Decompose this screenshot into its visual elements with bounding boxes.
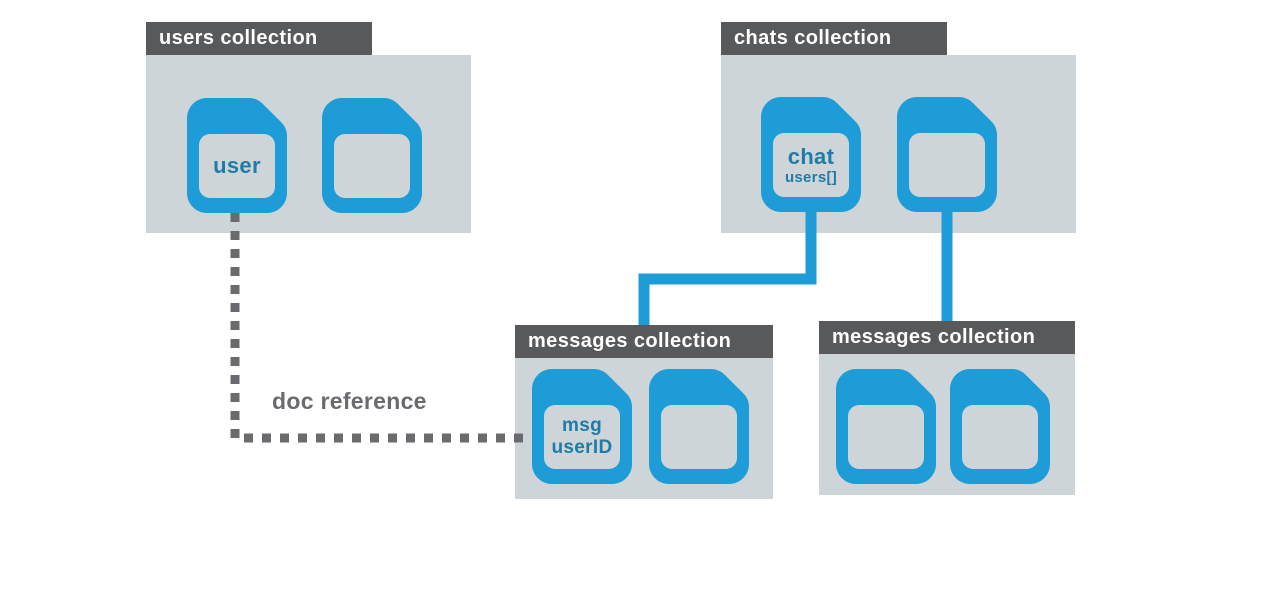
empty-document-icon: [649, 369, 749, 484]
empty-document-icon: [897, 97, 997, 212]
chats-collection-header: chats collection: [721, 22, 947, 55]
messages-right-collection-header: messages collection: [819, 321, 1075, 354]
user-document-icon: user: [187, 98, 287, 213]
document-label-line: users[]: [784, 169, 838, 187]
document-label-line: chat: [787, 143, 835, 169]
messages-left-collection-title: messages collection: [528, 330, 732, 352]
document-label: user: [199, 134, 275, 198]
messages-right-collection-title: messages collection: [832, 326, 1036, 348]
chat-document-icon: chat users[]: [761, 97, 861, 212]
document-label-line: user: [213, 153, 261, 179]
users-collection-title: users collection: [159, 27, 318, 49]
empty-document-icon: [836, 369, 936, 484]
document-label: chat users[]: [773, 133, 849, 197]
msg-document-icon: msg userID: [532, 369, 632, 484]
empty-document-icon: [950, 369, 1050, 484]
users-collection-header: users collection: [146, 22, 372, 55]
empty-document-icon: [322, 98, 422, 213]
document-label: msg userID: [544, 405, 620, 469]
subcollection-connector-left: [638, 207, 817, 327]
chats-collection-title: chats collection: [734, 27, 892, 49]
messages-left-collection-header: messages collection: [515, 325, 773, 358]
doc-reference-label: doc reference: [272, 388, 427, 414]
document-label-line: userID: [551, 437, 613, 458]
doc-reference-connector: [230, 213, 530, 443]
document-label-line: msg: [562, 415, 602, 437]
